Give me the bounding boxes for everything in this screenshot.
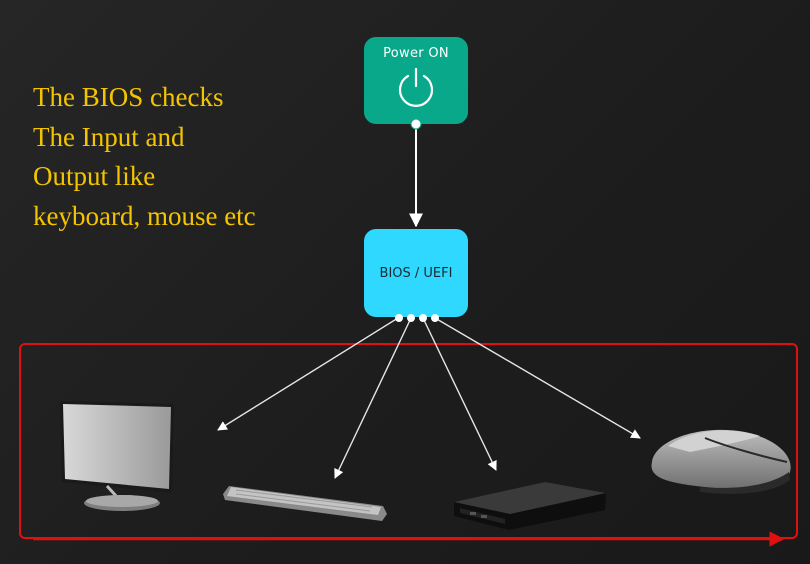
connector-keyboard bbox=[334, 317, 412, 479]
keyboard-icon bbox=[223, 486, 387, 521]
connector-drive bbox=[422, 317, 497, 471]
mouse-icon bbox=[651, 429, 791, 494]
connector-monitor bbox=[217, 317, 399, 431]
bios-uefi-label: BIOS / UEFI bbox=[379, 265, 453, 281]
bios-to-devices-connectors bbox=[217, 314, 641, 479]
connector-mouse bbox=[434, 317, 641, 439]
power-on-label: Power ON bbox=[383, 46, 449, 61]
power-on-node: Power ON bbox=[364, 37, 468, 124]
caption-line-2: The Input and bbox=[33, 121, 185, 152]
caption-line-4: keyboard, mouse etc bbox=[33, 200, 256, 231]
external-drive-icon bbox=[454, 482, 606, 530]
caption-line-3: Output like bbox=[33, 161, 156, 191]
caption-line-1: The BIOS checks bbox=[33, 82, 224, 112]
power-to-bios-connector bbox=[409, 118, 423, 228]
monitor-icon bbox=[60, 401, 174, 511]
caption-text: The BIOS checks The Input and Output lik… bbox=[33, 78, 256, 236]
power-icon bbox=[398, 67, 434, 107]
bios-uefi-node: BIOS / UEFI bbox=[364, 229, 468, 317]
